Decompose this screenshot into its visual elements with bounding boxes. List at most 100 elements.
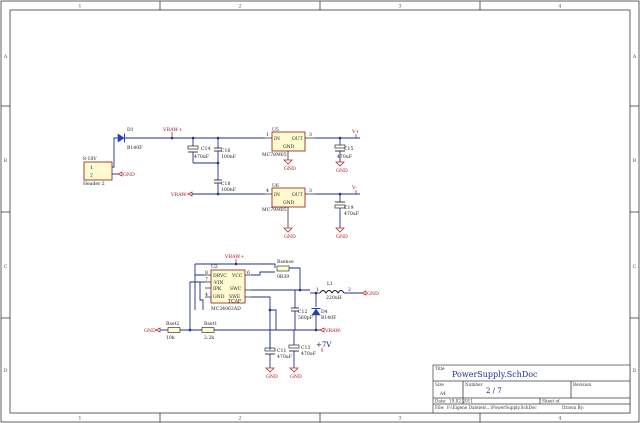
svg-text:IN: IN <box>274 192 280 198</box>
number-label: Number <box>465 382 483 387</box>
svg-text:C15: C15 <box>344 146 353 152</box>
svg-text:8: 8 <box>205 270 208 276</box>
vraw-minus-net-label-2: VRAW- <box>319 327 342 334</box>
capacitor-c16[interactable]: C16 100nF <box>214 138 236 163</box>
ic-u2-mc34063[interactable]: DRVC VCC -VIN IPK SWC GND SWE TCAP U2 MC… <box>205 264 251 312</box>
svg-text:+7V: +7V <box>316 341 332 349</box>
gnd-symbol-c15: GND <box>335 161 348 174</box>
drawn-by-label: Drawn By: <box>562 405 584 410</box>
svg-text:470uF: 470uF <box>194 154 209 160</box>
svg-text:DRVC: DRVC <box>213 273 227 279</box>
regulator-u5[interactable]: IN OUT GND U5 MC78M05 1 3 <box>262 127 315 160</box>
svg-text:GND: GND <box>283 144 295 150</box>
title-label: Title <box>435 366 445 371</box>
connector-value: Header 2 <box>83 181 105 187</box>
col-label-2-bottom: 2 <box>238 416 241 422</box>
vplus-net-label: V+ <box>351 129 359 138</box>
svg-text:U2: U2 <box>211 264 218 270</box>
col-label-1-bottom: 1 <box>78 416 81 422</box>
resistor-rset2[interactable]: Rset2 10k <box>166 321 181 341</box>
gnd-symbol-c13: GND <box>289 367 302 380</box>
svg-text:MC34063AD: MC34063AD <box>211 306 241 312</box>
capacitor-c12[interactable]: C12 560pF <box>291 290 313 330</box>
row-label-d-left: D <box>3 368 7 374</box>
inductor-l1[interactable]: L1 220uH 1 2 <box>316 281 351 301</box>
column-markers: 1 2 3 4 1 2 3 4 <box>78 1 562 422</box>
revision-label: Revision <box>573 382 591 387</box>
svg-text:GND: GND <box>283 200 295 206</box>
svg-text:GND: GND <box>284 234 296 240</box>
svg-text:GND: GND <box>367 291 379 297</box>
capacitor-c15[interactable]: C15 470uF <box>334 138 353 162</box>
svg-text:2.2k: 2.2k <box>204 335 214 341</box>
svg-text:C16: C16 <box>221 148 230 154</box>
svg-text:2: 2 <box>348 287 351 293</box>
date-label: Date: <box>435 399 446 404</box>
svg-text:470uF: 470uF <box>301 351 316 357</box>
svg-text:MC79M05: MC79M05 <box>262 207 287 213</box>
regulator-u6[interactable]: IN OUT GND U6 MC79M05 4 3 <box>262 183 315 228</box>
svg-text:U6: U6 <box>272 183 279 189</box>
vraw-minus-net-label: VRAW- <box>170 191 193 198</box>
svg-text:C14: C14 <box>201 146 210 152</box>
svg-text:470uF: 470uF <box>344 211 359 217</box>
gnd-label-connector: GND <box>117 171 135 178</box>
size-label: Size <box>435 382 444 387</box>
svg-text:560pF: 560pF <box>298 315 313 321</box>
capacitor-c13[interactable]: C13 470uF <box>288 330 316 368</box>
svg-text:C11: C11 <box>277 348 286 354</box>
svg-text:470uF: 470uF <box>277 354 292 360</box>
input-voltage-label: 8-18V <box>83 156 97 162</box>
capacitor-c19[interactable]: C19 470uF <box>334 194 359 228</box>
svg-text:C13: C13 <box>301 345 310 351</box>
capacitor-c11[interactable]: C11 470uF <box>264 330 292 368</box>
row-label-b-right: B <box>633 158 637 164</box>
diode-d1[interactable]: D1 B140F <box>117 127 142 151</box>
vraw-plus-net-label: VRAW+ <box>162 127 182 138</box>
svg-text:GND: GND <box>123 172 135 178</box>
sheet-label: Sheet of <box>542 399 560 404</box>
title-value: PowerSupply.SchDoc <box>452 370 538 379</box>
diode-d4[interactable]: D4 B140F <box>311 293 337 321</box>
svg-text:B140F: B140F <box>127 145 142 151</box>
svg-text:V-: V- <box>351 185 357 191</box>
gnd-label-rset2: GND <box>144 327 161 334</box>
svg-text:GND: GND <box>290 374 302 380</box>
svg-text:VRAW+: VRAW+ <box>162 127 182 133</box>
file-label: File: <box>435 405 444 410</box>
svg-text:220uH: 220uH <box>326 295 342 301</box>
capacitor-c14[interactable]: C14 470uF <box>187 138 210 163</box>
col-label-4-bottom: 4 <box>558 416 561 422</box>
svg-text:VCC: VCC <box>231 273 243 279</box>
row-label-a-right: A <box>632 54 637 60</box>
resistor-rsense[interactable]: Rsense 0R39 <box>276 259 294 280</box>
svg-text:OUT: OUT <box>292 136 304 142</box>
svg-text:L1: L1 <box>327 281 333 287</box>
input-connector[interactable]: 1 2 8-18V Header 2 <box>83 156 113 187</box>
svg-text:C18: C18 <box>221 181 230 187</box>
row-label-c-left: C <box>4 264 8 270</box>
svg-text:1: 1 <box>316 287 319 293</box>
svg-text:3: 3 <box>309 188 312 194</box>
gnd-label-inductor: GND <box>361 290 379 297</box>
capacitor-c18[interactable]: C18 100nF <box>214 179 236 194</box>
svg-text:Rsense: Rsense <box>277 259 294 265</box>
gnd-symbol-c11: GND <box>265 367 278 380</box>
number-value: 2 / 7 <box>486 387 502 395</box>
svg-text:GND: GND <box>284 166 296 172</box>
svg-text:D4: D4 <box>321 309 328 315</box>
svg-text:VRAW-: VRAW- <box>170 192 188 198</box>
gnd-symbol-c19: GND <box>335 227 348 240</box>
svg-text:V+: V+ <box>351 129 359 135</box>
svg-text:3: 3 <box>309 132 312 138</box>
row-markers: A B C D A B C D <box>1 54 639 374</box>
svg-text:100nF: 100nF <box>221 187 236 193</box>
gnd-symbol-u5: GND <box>283 159 296 172</box>
svg-text:1: 1 <box>266 132 269 138</box>
resistor-rset1[interactable]: Rset1 2.2k <box>201 321 217 341</box>
size-value: A4 <box>439 391 446 396</box>
svg-text:MC78M05: MC78M05 <box>262 152 287 158</box>
col-label-1-top: 1 <box>78 4 81 10</box>
svg-text:GND: GND <box>266 374 278 380</box>
